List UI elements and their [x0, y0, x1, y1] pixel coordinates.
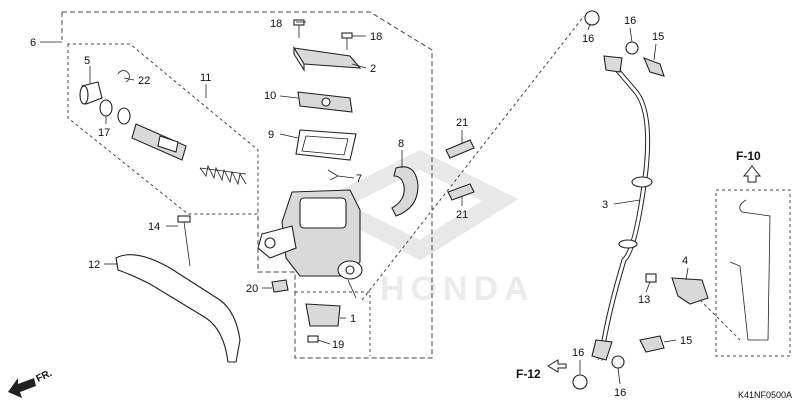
- honda-watermark: HONDA: [309, 149, 535, 308]
- callout-11: 11: [200, 72, 211, 84]
- callout-21a: 21: [456, 117, 468, 129]
- callout-20: 20: [246, 283, 258, 295]
- bolt-15a: [642, 57, 665, 77]
- holder-8: [391, 166, 419, 217]
- callout-5: 5: [84, 55, 90, 67]
- callout-4: 4: [682, 255, 688, 267]
- brake-hose: [591, 55, 653, 361]
- washer-17: [99, 99, 131, 125]
- callout-15b: 15: [680, 335, 692, 347]
- ref-f10: F-10: [736, 149, 761, 163]
- callout-22: 22: [138, 75, 150, 87]
- callout-1: 1: [350, 313, 356, 325]
- washer-16a: [584, 10, 600, 26]
- callout-7: 7: [356, 173, 362, 185]
- callout-9: 9: [268, 129, 274, 141]
- callout-19: 19: [332, 339, 344, 351]
- f10-up-arrow: [742, 165, 762, 183]
- brake-switch: [305, 303, 341, 327]
- callout-18b: 18: [370, 31, 382, 43]
- diaphragm-plate: [297, 91, 353, 113]
- washer-16d: [611, 355, 625, 369]
- circlip: [117, 70, 130, 83]
- ref-f12: F-12: [516, 367, 541, 381]
- callout-18a: 18: [270, 18, 282, 30]
- callout-3: 3: [602, 199, 608, 211]
- bolt-21a: [445, 139, 475, 159]
- callouts: 6 5 22 11 17 18 18 2 10 9 7 8 21 21 14 1…: [30, 15, 692, 399]
- f12-left-arrow: [547, 359, 567, 373]
- callout-6: 6: [30, 37, 36, 49]
- callout-8: 8: [398, 138, 404, 150]
- piston: [131, 123, 187, 161]
- callout-16b: 16: [624, 15, 636, 27]
- bolt-13: [645, 273, 657, 283]
- bolt-21b: [447, 183, 475, 201]
- callout-14: 14: [148, 221, 160, 233]
- screw-19: [307, 335, 319, 343]
- watermark-text: HONDA: [380, 270, 535, 308]
- f10-reference-box: [715, 189, 791, 357]
- nut-20: [271, 279, 289, 293]
- callout-21b: 21: [456, 209, 468, 221]
- callout-17: 17: [98, 127, 110, 139]
- callout-16c: 16: [572, 347, 584, 359]
- callout-16a: 16: [582, 33, 594, 45]
- callout-15a: 15: [652, 31, 664, 43]
- leader-lines: [40, 15, 741, 385]
- brake-lever: [115, 254, 241, 363]
- reservoir-cap: [292, 46, 362, 72]
- diagram-code: K41NF0500A: [738, 390, 792, 400]
- master-cylinder-body: [257, 189, 363, 299]
- hose-clamp: [671, 277, 709, 305]
- clip-7: [327, 169, 339, 181]
- pivot-bolt: [177, 215, 191, 267]
- callout-2: 2: [370, 63, 376, 75]
- diaphragm: [295, 129, 357, 161]
- bolt-15b: [639, 335, 665, 353]
- screw-18b: [341, 32, 353, 50]
- front-direction-arrow: [8, 378, 36, 398]
- screw-18a: [293, 19, 305, 38]
- callout-10: 10: [264, 90, 276, 102]
- front-direction-label: FR.: [35, 368, 54, 385]
- callout-13: 13: [638, 294, 650, 306]
- callout-16d: 16: [614, 387, 626, 399]
- spring: [199, 164, 247, 186]
- washer-16b: [625, 41, 639, 55]
- piston-boot: [79, 81, 103, 105]
- assembly-6-boundary: [61, 11, 433, 359]
- callout-12: 12: [88, 259, 100, 271]
- washer-16c: [572, 374, 588, 390]
